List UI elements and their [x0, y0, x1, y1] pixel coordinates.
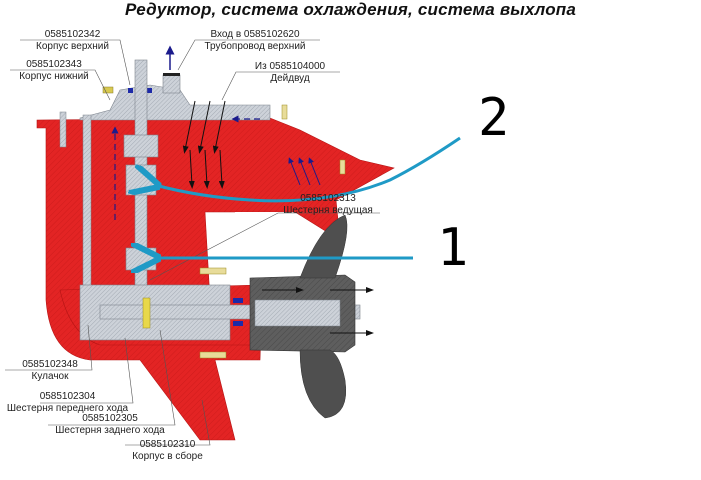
marker-2: 2	[478, 88, 510, 148]
shift-rod	[82, 114, 92, 291]
label-assembled-housing-name: Корпус в сборе	[132, 451, 203, 462]
label-assembled-housing-code: 0585102310	[139, 439, 196, 450]
bolt	[102, 86, 114, 94]
label-upper-housing: 0585102342 Корпус верхний	[25, 29, 120, 53]
label-assembled-housing: 0585102310 Корпус в сборе	[125, 439, 210, 463]
label-forward-gear-name: Шестерня переднего хода	[6, 403, 129, 414]
leader-assembled-housing	[125, 399, 211, 446]
label-drive-gear-code: 0585102313	[300, 193, 356, 204]
label-deadwood-code: Из 0585104000	[254, 61, 326, 72]
leader-forward-gear	[40, 337, 134, 404]
label-drive-gear-name: Шестерня ведущая	[283, 205, 373, 216]
label-lower-housing-code: 0585102343	[26, 59, 82, 70]
label-inlet-pipe: Вход в 0585102620 Трубопровод верхний	[200, 29, 310, 53]
propeller-blade-bottom	[299, 349, 347, 419]
marker-1: 1	[437, 218, 469, 278]
label-upper-housing-name: Корпус верхний	[36, 41, 109, 52]
label-inlet-pipe-name: Трубопровод верхний	[204, 41, 306, 52]
seal-left	[128, 88, 133, 93]
leader-lower-housing	[10, 69, 111, 101]
leader-inlet-pipe	[177, 39, 320, 71]
label-reverse-gear-name: Шестерня заднего хода	[55, 425, 165, 436]
annotation-arrow-2	[155, 136, 461, 203]
cavity	[235, 212, 330, 238]
label-cam-code: 0585102348	[22, 359, 78, 370]
seal-right	[147, 88, 152, 93]
label-deadwood: Из 0585104000 Дейдвуд	[240, 61, 340, 85]
label-inlet-pipe-code: Вход в 0585102620	[210, 29, 300, 40]
label-cam: 0585102348 Кулачок	[10, 359, 90, 383]
label-reverse-gear: 0585102305 Шестерня заднего хода	[50, 413, 170, 437]
label-lower-housing: 0585102343 Корпус нижний	[10, 59, 98, 83]
label-forward-gear-code: 0585102304	[39, 391, 96, 402]
label-reverse-gear-code: 0585102305	[82, 413, 138, 424]
label-deadwood-name: Дейдвуд	[270, 73, 310, 84]
label-lower-housing-name: Корпус нижний	[19, 71, 89, 82]
label-drive-gear: 0585102313 Шестерня ведущая	[278, 193, 378, 217]
inlet-fitting	[162, 74, 181, 94]
label-forward-gear: 0585102304 Шестерня переднего хода	[5, 391, 130, 415]
leader-cam	[5, 324, 93, 371]
leader-reverse-gear	[48, 329, 176, 426]
label-upper-housing-code: 0585102342	[44, 29, 101, 40]
leader-upper-housing	[20, 39, 131, 86]
leader-deadwood	[221, 71, 340, 101]
label-cam-name: Кулачок	[31, 371, 69, 382]
diagram-title: Редуктор, система охлаждения, система вы…	[124, 0, 577, 19]
